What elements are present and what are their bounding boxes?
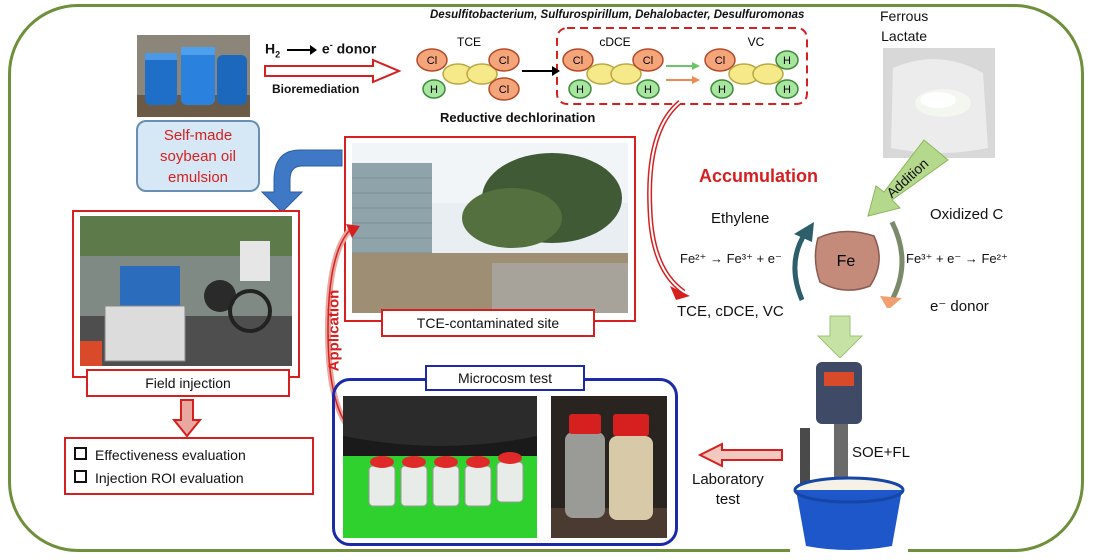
- checkbox-icon: [74, 447, 87, 460]
- dashed-box: [556, 27, 808, 105]
- soybean-line-1: Self-made: [163, 127, 233, 144]
- oxidized-c-label: Oxidized C: [930, 206, 1004, 223]
- lactate-text: Lactate: [881, 28, 928, 44]
- evaluation-item-1: Effectiveness evaluation: [74, 444, 304, 467]
- svg-text:H: H: [576, 84, 584, 96]
- red-down-arrow-icon: [172, 399, 202, 438]
- ferrous-lactate-photo: [883, 48, 995, 158]
- test-text: test: [715, 491, 740, 508]
- bioremediation-label: Bioremediation: [272, 82, 360, 96]
- svg-text:H: H: [644, 84, 652, 96]
- e-superscript: -: [329, 40, 333, 50]
- h2-subscript: 2: [275, 49, 281, 60]
- fe-blob: [814, 230, 880, 291]
- field-injection-label: Field injection: [145, 375, 231, 391]
- field-injection-box: Field injection: [86, 369, 290, 397]
- barrels-photo: [137, 35, 250, 117]
- svg-text:Cl: Cl: [643, 55, 653, 67]
- left-equation: Fe²⁺ → Fe³⁺ + e⁻: [680, 251, 782, 266]
- soybean-line-2: soybean oil: [160, 148, 236, 165]
- site-label-box: TCE-contaminated site: [381, 309, 595, 337]
- soe-fl-label: SOE+FL: [852, 444, 910, 461]
- checkbox-icon: [74, 470, 87, 483]
- svg-text:H: H: [718, 84, 726, 96]
- svg-text:H: H: [430, 84, 438, 96]
- evaluation-item-2: Injection ROI evaluation: [74, 467, 304, 490]
- ferrous-text: Ferrous: [880, 8, 929, 24]
- red-curved-arrow-icon: [647, 100, 690, 300]
- barrels-illustration: [137, 35, 250, 117]
- tce-label: TCE: [457, 35, 481, 49]
- fe-label: Fe: [837, 253, 856, 270]
- ethylene-label: Ethylene: [711, 210, 770, 227]
- e-text: e: [321, 40, 330, 57]
- laboratory-arrow-icon: [698, 442, 783, 468]
- soybean-emulsion-box: Self-made soybean oil emulsion: [136, 120, 260, 192]
- blue-curved-arrow-icon: [260, 149, 343, 213]
- reductive-dechlorination-label: Reductive dechlorination: [440, 110, 596, 125]
- products-label: TCE, cDCE, VC: [677, 303, 784, 320]
- evaluation-box: Effectiveness evaluation Injection ROI e…: [64, 437, 314, 495]
- svg-text:Cl: Cl: [427, 55, 437, 67]
- h2-text: H: [265, 40, 276, 57]
- red-right-arrow-icon: [264, 58, 402, 84]
- right-equation: Fe³⁺ + e⁻ → Fe²⁺: [906, 251, 1008, 266]
- svg-text:H: H: [783, 55, 791, 67]
- microcosm-bottles-photo: [343, 396, 537, 538]
- ferrous-lactate-label: Ferrous Lactate: [880, 6, 928, 46]
- donor-text: donor: [332, 40, 377, 57]
- addition-arrow-icon: [867, 139, 949, 217]
- vc-molecule: Cl H H H: [704, 48, 799, 99]
- soybean-line-3: emulsion: [167, 169, 229, 186]
- application-label: Application: [325, 289, 343, 372]
- laboratory-text: Laboratory: [692, 471, 764, 488]
- outer-frame: [8, 4, 1084, 552]
- mixer-photo: [790, 358, 908, 554]
- laboratory-label: Laboratory test: [692, 470, 764, 510]
- svg-text:Cl: Cl: [573, 55, 583, 67]
- cdce-molecule: Cl Cl H H: [562, 48, 664, 99]
- e-donor-label: e⁻ donor: [930, 298, 989, 315]
- effectiveness-label: Effectiveness evaluation: [95, 447, 246, 463]
- svg-text:Cl: Cl: [499, 55, 509, 67]
- microcosm-title-box: Microcosm test: [425, 365, 585, 391]
- dechlorination-molecules: TCE cDCE VC Cl Cl H Cl Cl Cl H H: [416, 27, 808, 105]
- field-injection-photo: [80, 216, 292, 366]
- electron-donor-label: H2 e- donor: [265, 40, 376, 59]
- black-arrow-icon: [287, 44, 318, 55]
- tce-molecule: Cl Cl H Cl: [416, 48, 520, 101]
- svg-text:Cl: Cl: [499, 84, 509, 96]
- green-down-arrow-icon: [816, 315, 864, 359]
- cdce-label: cDCE: [599, 35, 630, 49]
- bacteria-list: Desulfitobacterium, Sulfurospirillum, De…: [430, 9, 805, 21]
- fe-cycle: Fe: [792, 220, 905, 308]
- svg-text:Cl: Cl: [715, 55, 725, 67]
- site-photo: [352, 143, 628, 313]
- vc-label: VC: [748, 35, 765, 49]
- microcosm-title: Microcosm test: [457, 370, 553, 386]
- microcosm-jars-photo: [551, 396, 667, 538]
- svg-text:H: H: [783, 84, 791, 96]
- site-label: TCE-contaminated site: [416, 315, 560, 331]
- roi-label: Injection ROI evaluation: [95, 470, 244, 486]
- accumulation-label: Accumulation: [699, 166, 819, 186]
